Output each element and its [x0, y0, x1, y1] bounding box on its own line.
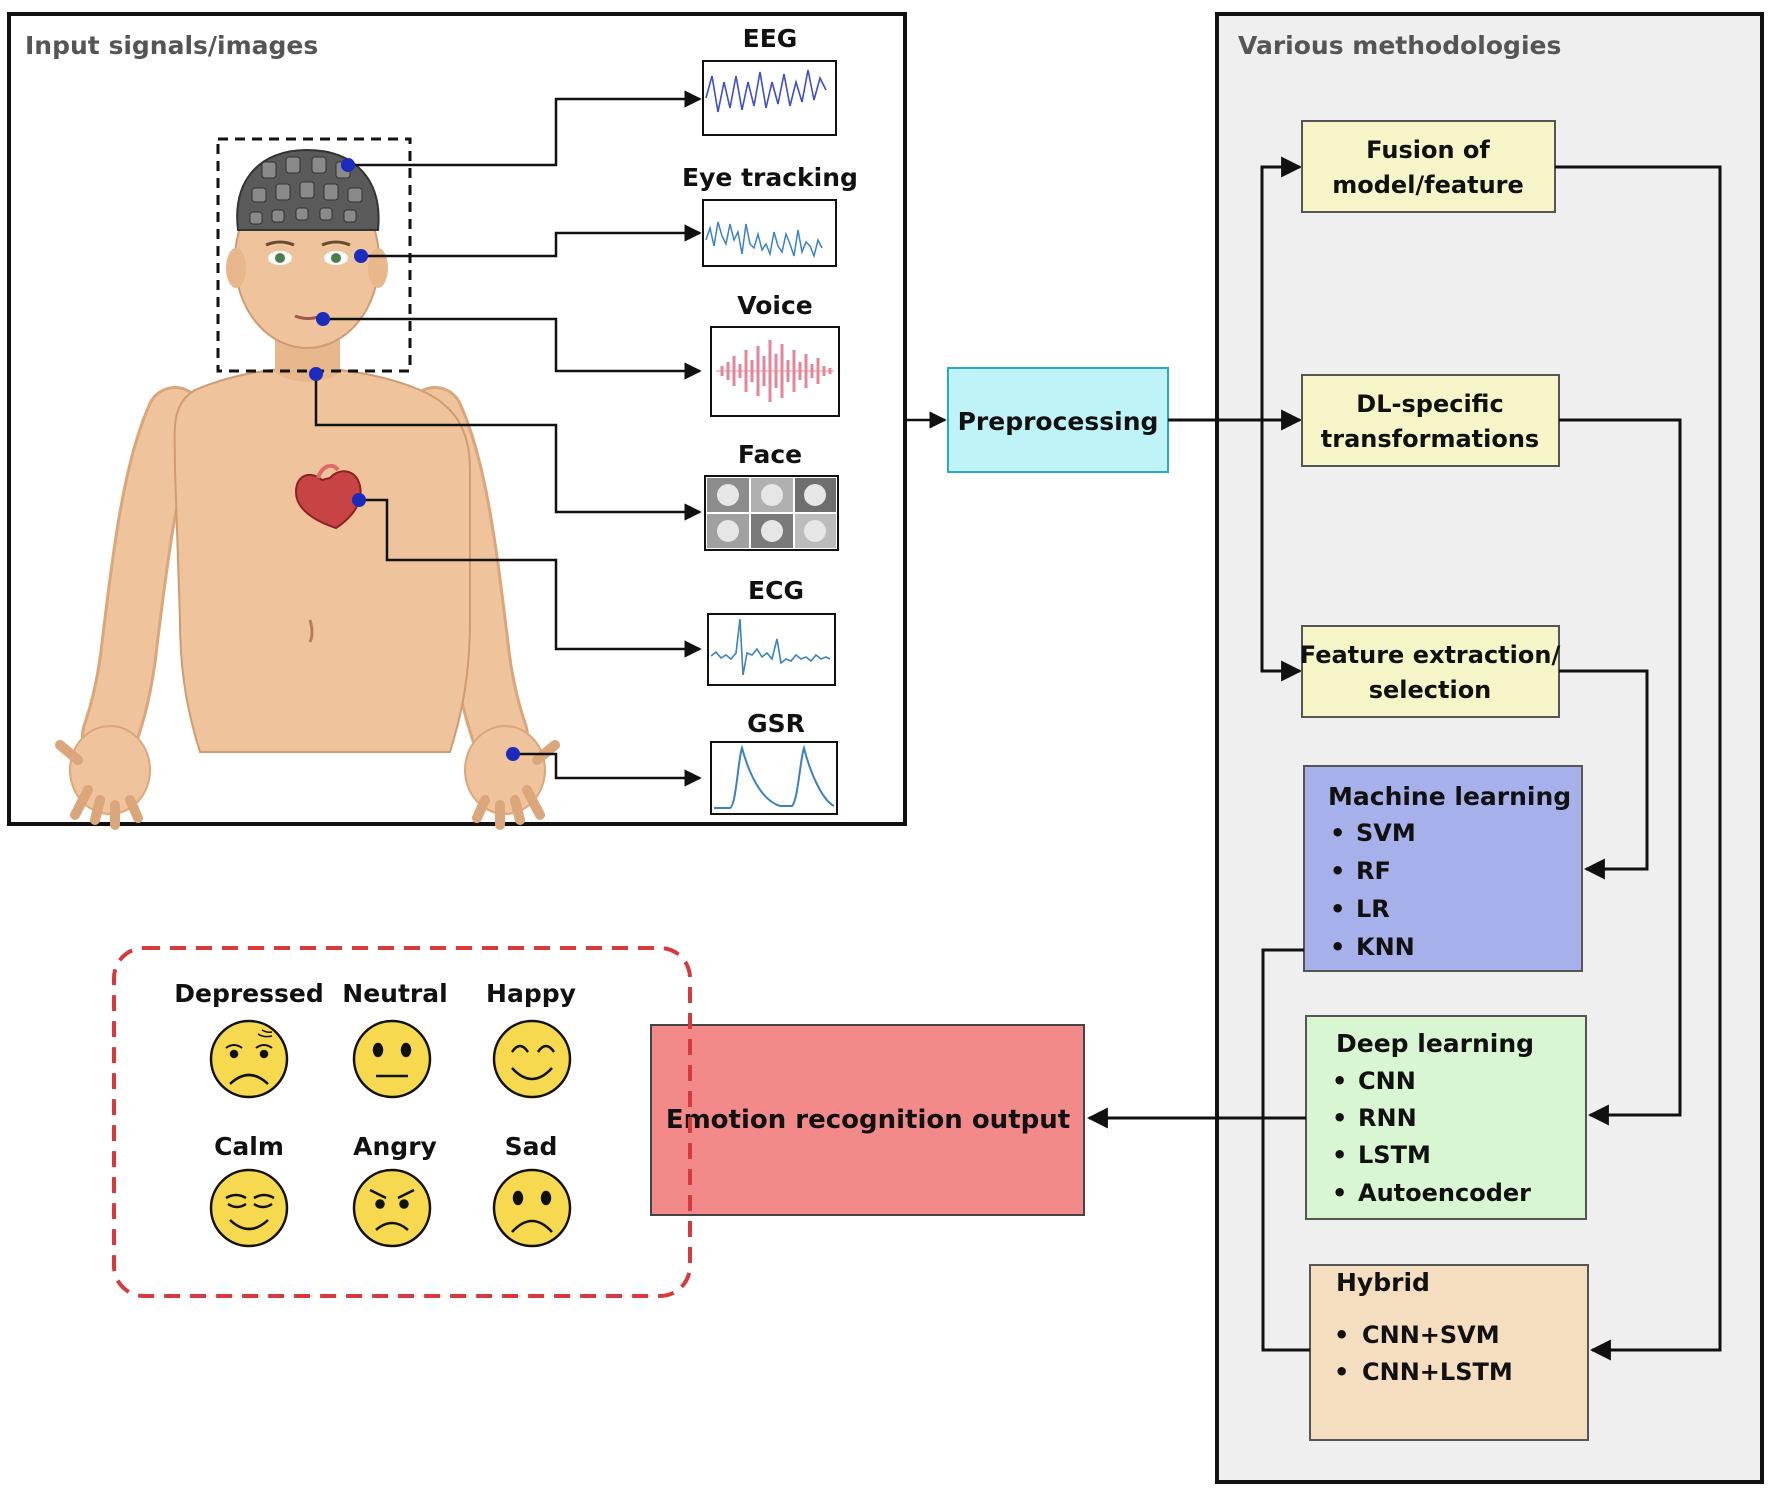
ml-bullet: •: [1330, 857, 1345, 885]
sensor-dot-eeg: [341, 158, 355, 172]
happy-face-icon: [492, 1019, 572, 1099]
hybrid-box: Hybrid • CNN+SVM • CNN+LSTM: [1309, 1264, 1589, 1441]
face-thumbnail: [704, 475, 839, 551]
preprocessing-box: Preprocessing: [947, 367, 1169, 473]
emoji-faces: [209, 1019, 572, 1248]
deep-learning-title: Deep learning: [1336, 1029, 1534, 1058]
emotion-label-angry: Angry: [353, 1132, 437, 1161]
sensor-dot-eye: [354, 249, 368, 263]
sensor-dot-gsr: [506, 747, 520, 761]
ml-bullet: •: [1330, 895, 1345, 923]
signal-label-gsr: GSR: [747, 709, 805, 738]
ml-item-lr: LR: [1356, 895, 1390, 923]
ml-item-rf: RF: [1356, 857, 1391, 885]
fusion-label-line1: Fusion of: [1366, 136, 1490, 164]
deep-learning-box: Deep learning • CNN • RNN • LSTM • Autoencod…: [1305, 1015, 1587, 1220]
emotion-label-happy: Happy: [486, 979, 576, 1008]
calm-face-icon: [209, 1168, 289, 1248]
ml-item-knn: KNN: [1356, 933, 1415, 961]
ecg-thumbnail: [707, 613, 836, 686]
signal-label-voice: Voice: [737, 291, 813, 320]
output-label: Emotion recognition output: [666, 1105, 1070, 1135]
machine-learning-title: Machine learning: [1328, 782, 1571, 811]
sensor-dot-voice: [316, 312, 330, 326]
dl-item-rnn: RNN: [1358, 1104, 1417, 1132]
dl-bullet: •: [1332, 1104, 1347, 1132]
dl-specific-label-line1: DL-specific: [1356, 390, 1503, 418]
dl-item-autoencoder: Autoencoder: [1358, 1179, 1531, 1207]
dl-specific-box: DL-specific transformations: [1301, 374, 1560, 467]
emotion-label-sad: Sad: [505, 1132, 558, 1161]
human-figure: [55, 137, 560, 830]
gsr-thumbnail: [710, 741, 838, 815]
preprocessing-label: Preprocessing: [958, 407, 1159, 436]
methods-panel-border: [1215, 12, 1764, 1484]
fusion-label-line2: model/feature: [1332, 171, 1524, 199]
emotion-panel: [112, 946, 692, 1298]
input-panel-title: Input signals/images: [25, 31, 318, 60]
signal-label-eeg: EEG: [743, 24, 798, 53]
signal-label-face: Face: [738, 440, 802, 469]
ml-item-svm: SVM: [1356, 819, 1416, 847]
dl-item-cnn: CNN: [1358, 1067, 1416, 1095]
ml-bullet: •: [1330, 933, 1345, 961]
hybrid-item-cnn-lstm: CNN+LSTM: [1362, 1358, 1513, 1386]
sensor-dots: [309, 158, 520, 761]
hybrid-title: Hybrid: [1336, 1268, 1430, 1297]
emotion-label-neutral: Neutral: [342, 979, 447, 1008]
hybrid-item-cnn-svm: CNN+SVM: [1362, 1321, 1500, 1349]
feature-extraction-box: Feature extraction/ selection: [1300, 625, 1561, 718]
machine-learning-box: Machine learning • SVM • RF • LR • KNN: [1303, 765, 1583, 972]
eeg-thumbnail: [702, 60, 837, 136]
ml-bullet: •: [1330, 819, 1345, 847]
signal-connectors: [314, 90, 702, 787]
eye-tracking-thumbnail: [702, 199, 837, 267]
signal-label-eye-tracking: Eye tracking: [682, 163, 858, 192]
preprocessing-connectors: [1168, 156, 1303, 682]
feature-extraction-label-line1: Feature extraction/: [1300, 641, 1561, 669]
hybrid-bullet: •: [1334, 1358, 1349, 1386]
method-connectors: [1086, 165, 1722, 1361]
sensor-dot-face: [309, 367, 323, 381]
dl-item-lstm: LSTM: [1358, 1141, 1431, 1169]
depressed-face-icon: [209, 1019, 289, 1099]
output-box: Emotion recognition output: [650, 1024, 1085, 1216]
angry-face-icon: [352, 1168, 432, 1248]
dl-bullet: •: [1332, 1067, 1347, 1095]
dl-bullet: •: [1332, 1141, 1347, 1169]
emotion-label-calm: Calm: [214, 1132, 284, 1161]
sensor-dot-ecg: [352, 493, 366, 507]
heart-icon: [294, 463, 362, 530]
methods-panel: Various methodologies: [1215, 12, 1764, 1484]
neutral-face-icon: [352, 1019, 432, 1099]
sad-face-icon: [492, 1168, 572, 1248]
feature-extraction-label-line2: selection: [1369, 676, 1492, 704]
hybrid-bullet: •: [1334, 1321, 1349, 1349]
dl-bullet: •: [1332, 1179, 1347, 1207]
voice-thumbnail: [710, 326, 840, 417]
signal-label-ecg: ECG: [748, 576, 804, 605]
dl-specific-label-line2: transformations: [1321, 425, 1539, 453]
fusion-box: Fusion of model/feature: [1301, 120, 1556, 213]
methods-panel-title: Various methodologies: [1238, 31, 1561, 60]
emotion-label-depressed: Depressed: [174, 979, 324, 1008]
